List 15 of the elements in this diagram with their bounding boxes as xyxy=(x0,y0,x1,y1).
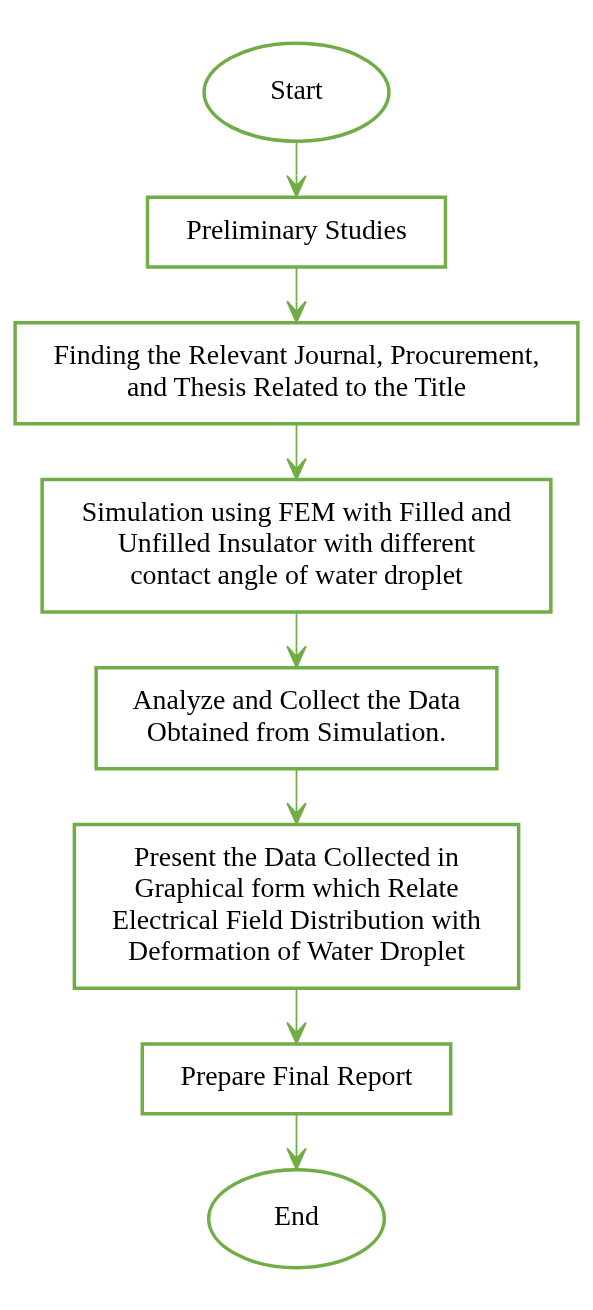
node-box: Present the Data Collected in Graphical form which Relate Electrical Field Distribution with Deformation of Water Droplet xyxy=(72,822,521,990)
node-ellipse: End xyxy=(206,1167,387,1269)
arrow xyxy=(286,610,307,668)
arrow xyxy=(286,987,307,1044)
arrow xyxy=(286,265,307,323)
arrow xyxy=(286,767,307,825)
node-box: Simulation using FEM with Filled and Unfilled Insulator with different contact angle of water droplet xyxy=(40,477,553,614)
node-box: Preliminary Studies xyxy=(145,195,448,269)
node-ellipse: Start xyxy=(202,41,391,143)
arrow xyxy=(286,140,307,198)
node-box: Prepare Final Report xyxy=(140,1041,453,1115)
arrow xyxy=(286,422,307,480)
node-box: Analyze and Collect the Data Obtained from Simulation. xyxy=(94,665,499,770)
arrow xyxy=(286,1112,307,1170)
node-box: Finding the Relevant Journal, Procurement, and Thesis Related to the Title xyxy=(13,320,580,425)
